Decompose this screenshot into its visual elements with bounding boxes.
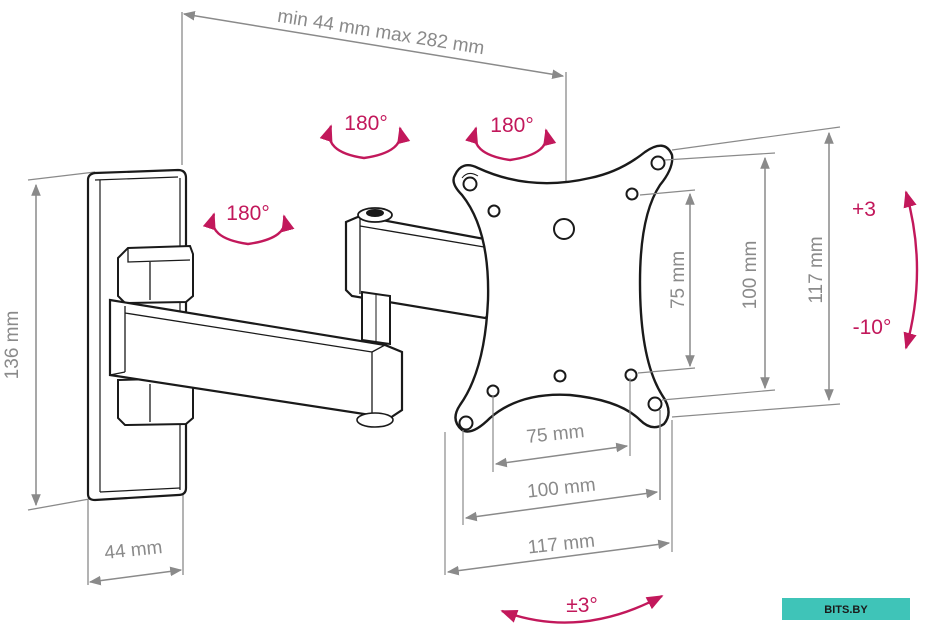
hole-icon: [624, 368, 638, 382]
hole-icon: [650, 155, 666, 171]
lower-arm: [108, 298, 404, 428]
wall-plate-height-dimension: 136 mm: [2, 171, 96, 511]
hole-icon: [486, 384, 500, 398]
swivel-arm-label: 180°: [344, 112, 387, 135]
wall-plate-height-label: 136 mm: [2, 311, 23, 380]
swivel-head-indicator: 180°: [465, 114, 557, 162]
wall-hinge-upper: [117, 244, 194, 305]
swivel-wall-indicator: 180°: [202, 202, 295, 246]
vesa-holes: [458, 155, 666, 431]
vesa-height-75-label: 75 mm: [668, 251, 689, 309]
upper-arm: [344, 207, 497, 320]
vesa-plate: [452, 144, 674, 433]
vesa-height-117-label: 117 mm: [806, 236, 827, 303]
watermark-badge: BITS.BY: [782, 598, 910, 620]
tilt-down-label: -10°: [853, 316, 892, 339]
tilt-up-label: +3: [852, 198, 876, 221]
rotation-label: ±3°: [566, 594, 598, 617]
watermark-text: BITS.BY: [824, 604, 868, 616]
arm-pivot: [361, 290, 391, 346]
vesa-height-100-label: 100 mm: [740, 241, 761, 310]
hole-icon: [625, 187, 639, 201]
rotation-indicator: ±3°: [500, 594, 664, 624]
swivel-head-label: 180°: [490, 114, 533, 137]
hole-icon: [462, 176, 478, 192]
vesa-width-100-label: 100 mm: [526, 475, 596, 503]
center-hole-icon: [553, 218, 575, 240]
hole-icon: [553, 369, 567, 383]
swivel-wall-label: 180°: [226, 202, 269, 225]
hole-icon: [487, 204, 501, 218]
vesa-width-75-label: 75 mm: [525, 421, 585, 448]
swivel-arm-indicator: 180°: [319, 112, 411, 160]
wall-plate-depth-label: 44 mm: [103, 537, 163, 564]
tilt-indicator: +3 -10°: [852, 190, 919, 350]
hole-icon: [458, 415, 474, 431]
vesa-height-dimensions: 75 mm 100 mm 117 mm: [637, 126, 841, 418]
extension-label: min 44 mm max 282 mm: [276, 6, 486, 59]
hole-icon: [647, 396, 663, 412]
wall-plate-depth-dimension: 44 mm: [87, 492, 184, 586]
